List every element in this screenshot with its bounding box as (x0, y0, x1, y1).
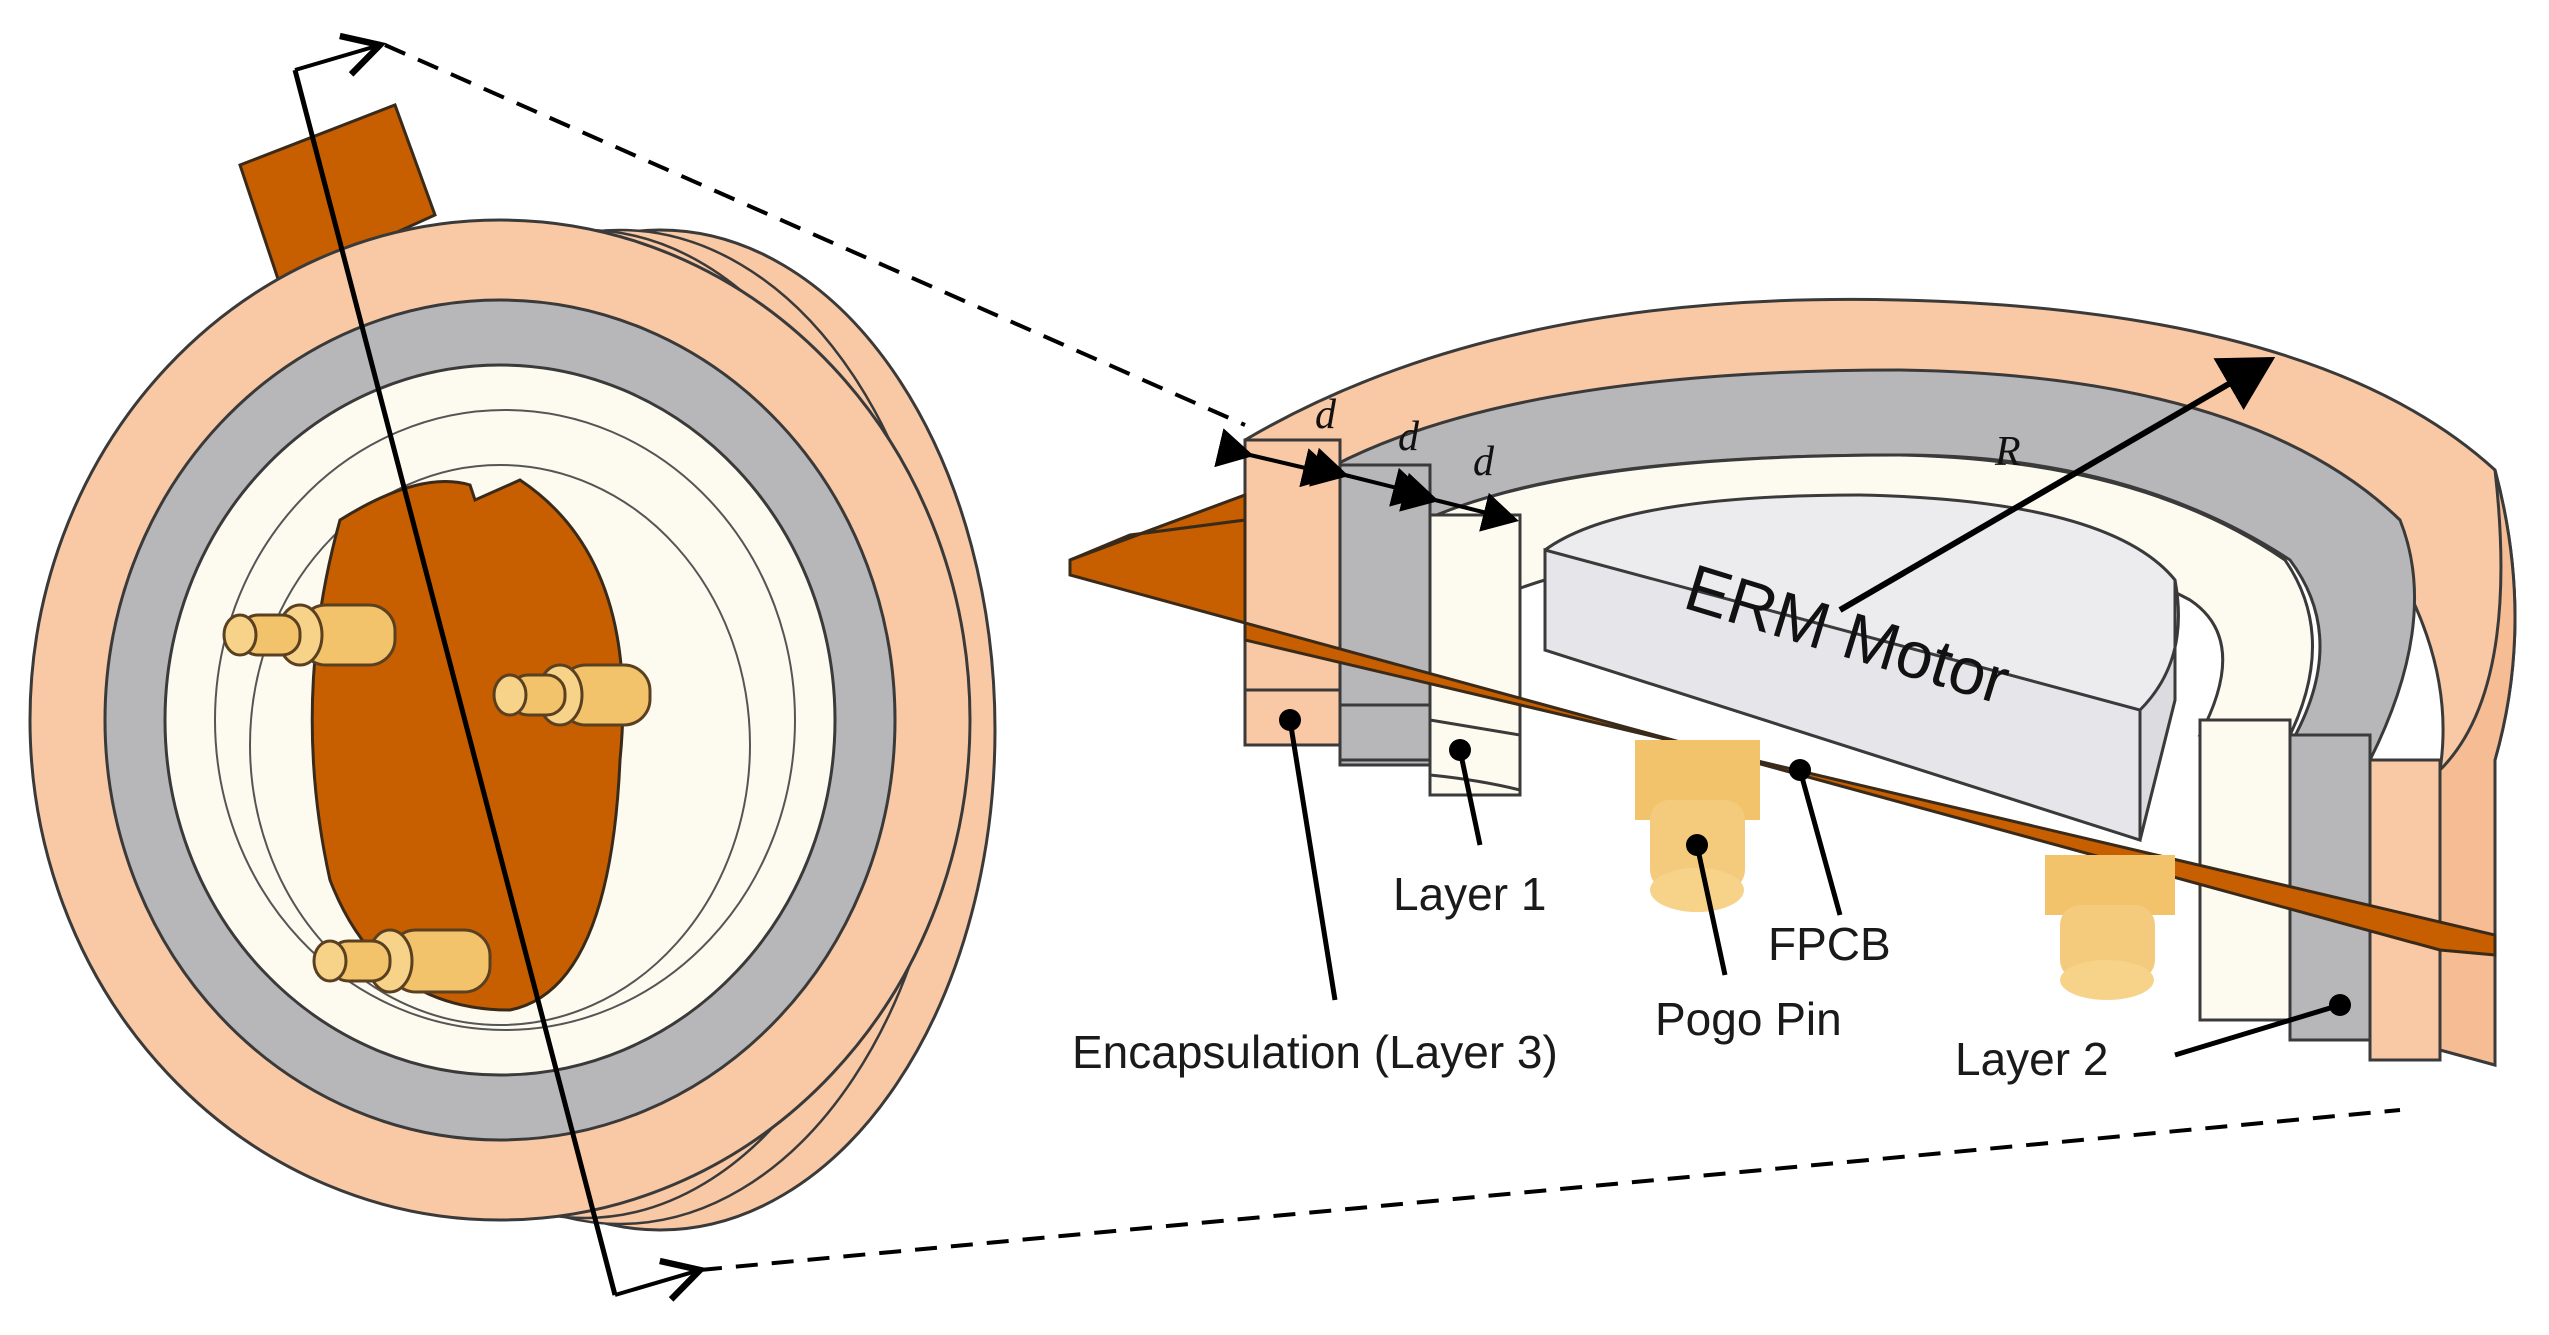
pogo-pin-left-1 (222, 603, 397, 667)
encapsulation-label: Encapsulation (Layer 3) (1072, 1026, 1558, 1078)
section-line (292, 69, 618, 1296)
dim-d-label-2: d (1398, 414, 1420, 460)
fpcb-disc-left (310, 478, 625, 1012)
pogo-pin-left-2 (492, 663, 652, 727)
leader-pogo (1686, 834, 1728, 976)
layer2-cut-right (2288, 733, 2372, 1042)
leader-fpcb (1789, 759, 1843, 916)
leader-encapsulation (1279, 709, 1338, 1001)
fpcb-tab-left (238, 103, 437, 288)
cross-section (1068, 297, 2517, 1067)
pogo-pin-right-2 (2045, 855, 2175, 1000)
assembled-device (28, 32, 997, 1302)
section-arrow-top (294, 32, 387, 77)
dim-d-label-1: d (1315, 392, 1337, 438)
pogo-pin-left-3 (312, 928, 492, 994)
leader-layer1 (1449, 739, 1483, 846)
radius-arrow (1838, 356, 2276, 613)
layer2-label: Layer 2 (1955, 1033, 2108, 1085)
leader-layer2 (2174, 994, 2351, 1058)
section-arrow-bottom (614, 1257, 707, 1302)
layer1-label: Layer 1 (1393, 868, 1546, 920)
dim-d-label-3: d (1473, 439, 1495, 485)
pogo-pin-right-1 (1635, 740, 1760, 912)
fpcb-label: FPCB (1768, 918, 1891, 970)
zoom-line-bottom (699, 1108, 2401, 1272)
radius-label: R (1994, 429, 2021, 475)
zoom-line-top (384, 43, 1246, 427)
pogo-pin-label: Pogo Pin (1655, 993, 1842, 1045)
dim-arrow-3 (1399, 472, 1519, 532)
